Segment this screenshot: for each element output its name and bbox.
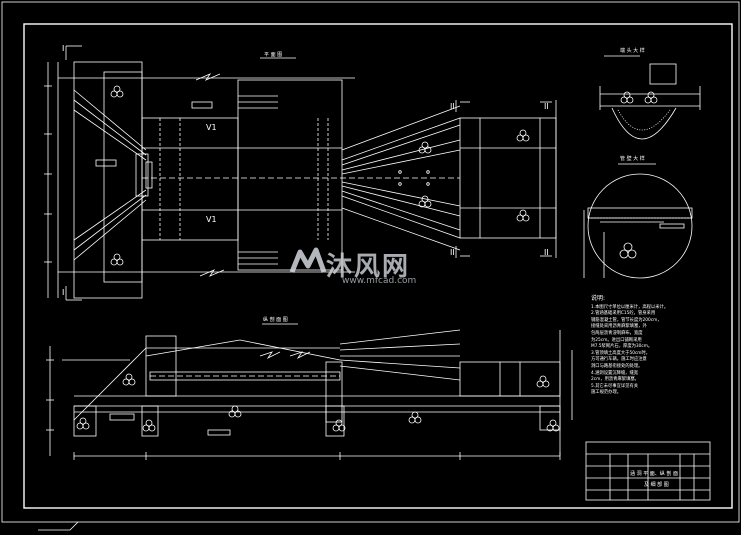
section-label: II bbox=[544, 102, 549, 111]
detail-pipe-wall bbox=[583, 163, 693, 279]
pipe-bundle-icon bbox=[110, 85, 530, 266]
notes-line: 洞口与路基衔接处的处理。 bbox=[591, 363, 643, 369]
section-label: II bbox=[450, 102, 455, 111]
section-label: I bbox=[62, 44, 65, 53]
notes-line: 1.本图尺寸单位以厘米计，高程以米计。 bbox=[591, 304, 669, 310]
title-block-sub: 及 细 部 图 bbox=[644, 482, 669, 488]
plan-view-title: 平 面 图 bbox=[264, 52, 283, 58]
notes-line: 5.其它未尽事宜详见有关 bbox=[591, 383, 639, 389]
notes-title: 说明: bbox=[591, 295, 606, 302]
watermark-url: www.mfcad.com bbox=[342, 276, 417, 286]
section-label: I bbox=[62, 288, 65, 297]
detail-2-title: 管 壁 大 样 bbox=[620, 156, 645, 162]
profile-view bbox=[46, 323, 573, 460]
notes-line: M7.5浆砌片石，厚度为30cm。 bbox=[591, 344, 653, 350]
notes-line: 施工规范办理。 bbox=[591, 390, 622, 396]
notes-line: 包两层沥青浸制麻布，宽度 bbox=[591, 330, 643, 336]
detail-1-title: 端 头 大 样 bbox=[620, 48, 645, 54]
profile-view-title: 纵 剖 面 图 bbox=[263, 317, 288, 323]
notes-line: 为25cm。进出口铺砌采用 bbox=[591, 337, 642, 343]
section-label: II bbox=[544, 248, 549, 257]
notes-line: 3.管顶填土高度大于50cm时， bbox=[591, 350, 651, 356]
notes-line: 接缝处采用沥青麻絮填塞，外 bbox=[591, 324, 647, 330]
notes-line: 方可通行车辆。施工时应注意 bbox=[591, 357, 647, 363]
notes-line: 4.涵洞设置沉降缝，缝宽 bbox=[591, 370, 639, 376]
notes-block: 说明: 1.本图尺寸单位以厘米计，高程以米计。 2.管涵基础采用C15砼，管身采… bbox=[591, 295, 709, 397]
drawing-frame-inner bbox=[23, 23, 733, 509]
title-block bbox=[585, 441, 711, 501]
section-label: V1 bbox=[206, 215, 217, 224]
notes-line: 2.管涵基础采用C15砼，管身采用 bbox=[591, 311, 656, 317]
notes-line: 2cm，用沥青麻絮填塞。 bbox=[591, 377, 639, 383]
watermark-brand: 沐风网 bbox=[326, 252, 411, 282]
watermark-logo-icon bbox=[290, 247, 326, 273]
title-block-name: 涵 洞 平 面、纵 剖 面 bbox=[630, 471, 678, 477]
notes-line: 钢筋混凝土管，管节长度为200cm， bbox=[591, 317, 662, 323]
section-label: II bbox=[450, 248, 455, 257]
drawing-frame-outer bbox=[1, 1, 740, 523]
plan-view bbox=[44, 45, 557, 301]
section-label: V1 bbox=[206, 123, 217, 132]
detail-end-section bbox=[599, 55, 701, 140]
